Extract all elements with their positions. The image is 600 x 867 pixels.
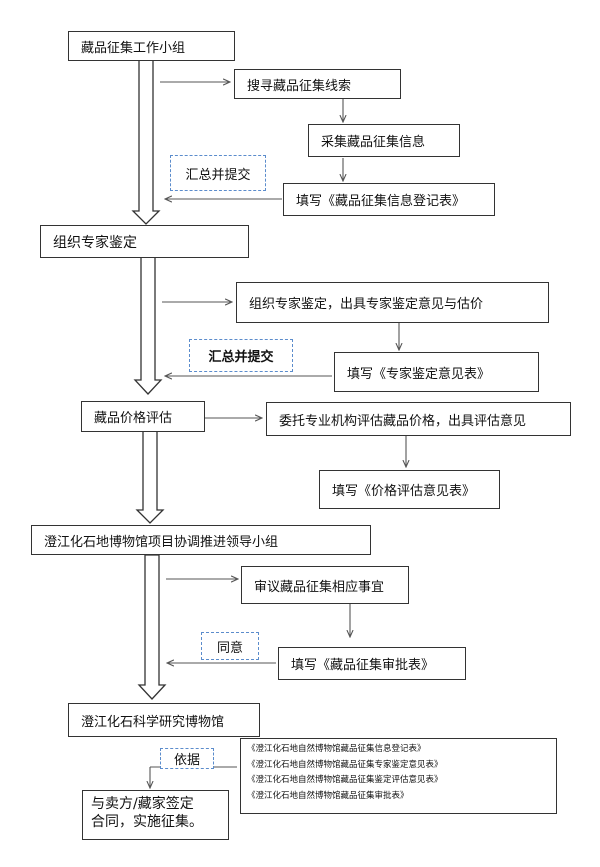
main-arrow-1 [131, 57, 161, 225]
fill-register-label: 填写《藏品征集信息登记表》 [296, 194, 466, 209]
museum-label: 澄江化石科学研究博物馆 [81, 714, 225, 730]
fill-price-box: 填写《价格评估意见表》 [319, 470, 500, 509]
document-item: 《澄江化石地自然博物馆藏品征集专家鉴定意见表》 [247, 759, 443, 770]
document-item: 《澄江化石地自然博物馆藏品征集审批表》 [247, 790, 409, 801]
fill-register-box: 填写《藏品征集信息登记表》 [283, 183, 495, 216]
expert-box: 组织专家鉴定 [40, 225, 249, 258]
collect-box: 采集藏品征集信息 [308, 124, 460, 157]
entrust-box: 委托专业机构评估藏品价格，出具评估意见 [266, 402, 571, 436]
fill-expert-label: 填写《专家鉴定意见表》 [347, 366, 491, 382]
documents-list: 《澄江化石地自然博物馆藏品征集信息登记表》 《澄江化石地自然博物馆藏品征集专家鉴… [240, 738, 557, 814]
summarize-label-2: 汇总并提交 [208, 350, 274, 365]
summarize-label-1: 汇总并提交 [185, 167, 251, 183]
fill-approval-box: 填写《藏品征集审批表》 [278, 647, 466, 680]
museum-box: 澄江化石科学研究博物馆 [68, 703, 260, 737]
document-item: 《澄江化石地自然博物馆藏品征集信息登记表》 [247, 744, 426, 754]
expert-label: 组织专家鉴定 [53, 234, 137, 251]
search-box: 搜寻藏品征集线索 [234, 69, 401, 99]
search-label: 搜寻藏品征集线索 [247, 78, 352, 94]
summarize-note-2: 汇总并提交 [189, 339, 293, 372]
fill-expert-box: 填写《专家鉴定意见表》 [334, 352, 539, 392]
price-label: 藏品价格评估 [94, 411, 173, 426]
final-line-1: 与卖方/藏家签定 [91, 796, 194, 812]
basis-label: 依据 [173, 753, 200, 768]
review-label: 审议藏品征集相应事宜 [254, 579, 385, 595]
document-item: 《澄江化石地自然博物馆藏品征集鉴定评估意见表》 [247, 775, 443, 785]
final-line-2: 合同，实施征集。 [91, 814, 203, 830]
committee-box: 藏品征集工作小组 [68, 31, 235, 61]
main-arrow-4 [137, 554, 167, 700]
agree-label: 同意 [216, 640, 243, 656]
leading-group-box: 澄江化石地博物馆项目协调推进领导小组 [31, 525, 371, 555]
committee-label: 藏品征集工作小组 [81, 40, 186, 56]
summarize-note-1: 汇总并提交 [170, 155, 266, 191]
review-box: 审议藏品征集相应事宜 [241, 566, 409, 604]
entrust-label: 委托专业机构评估藏品价格，出具评估意见 [279, 413, 527, 429]
final-step-box: 与卖方/藏家签定 合同，实施征集。 [82, 790, 229, 840]
main-arrow-2 [133, 255, 163, 395]
main-arrow-3 [135, 418, 165, 524]
basis-note: 依据 [160, 748, 214, 769]
leading-group-label: 澄江化石地博物馆项目协调推进领导小组 [44, 534, 279, 550]
fill-price-label: 填写《价格评估意见表》 [332, 484, 476, 499]
expert-task-box: 组织专家鉴定，出具专家鉴定意见与估价 [236, 282, 549, 323]
agree-note: 同意 [201, 632, 259, 660]
expert-task-label: 组织专家鉴定，出具专家鉴定意见与估价 [249, 297, 484, 312]
fill-approval-label: 填写《藏品征集审批表》 [291, 658, 435, 673]
price-box: 藏品价格评估 [81, 401, 205, 432]
collect-label: 采集藏品征集信息 [321, 135, 426, 150]
